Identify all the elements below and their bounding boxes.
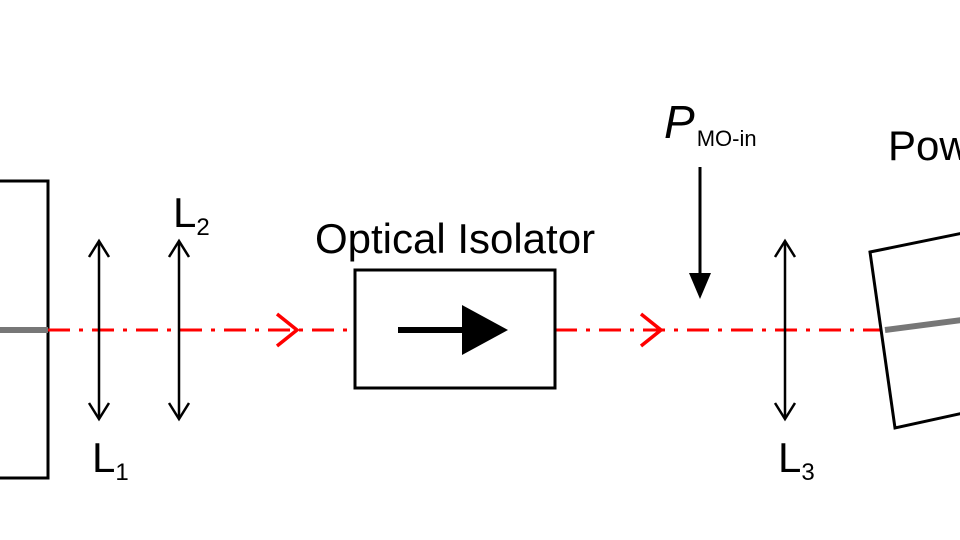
isolator-label: Optical Isolator [315,215,595,262]
lens-l1-label: L1 [92,434,129,486]
beam-direction-chevron-1 [275,312,300,348]
amplifier-label: Pow [888,122,960,169]
lens-l3-label: L3 [778,434,815,486]
lens-l2-label: L2 [173,189,210,241]
lens-l2 [167,238,191,422]
isolator-arrow-icon [398,305,508,355]
power-in-down-arrow-icon [689,167,711,299]
lens-l1 [87,238,111,422]
power-in-label: PMO-in [664,96,757,151]
lens-l3 [773,238,797,422]
amplifier-fiber [884,317,960,333]
beam-direction-chevron-2 [639,312,664,348]
amplifier-box [868,232,960,430]
